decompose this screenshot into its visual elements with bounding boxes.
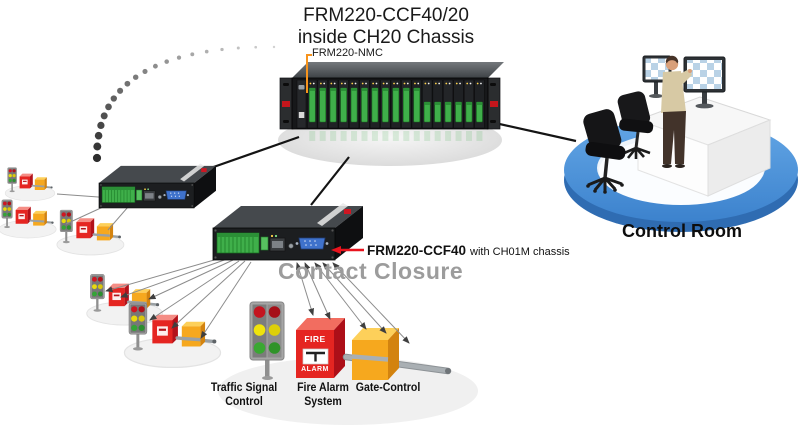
diagram-title-line1: FRM220-CCF40/20: [303, 5, 469, 26]
endpoint-platform-ellipse: [218, 357, 478, 425]
link-chassis-main-converter: [310, 156, 350, 206]
converter-label-model: FRM220-CCF40: [367, 243, 467, 258]
office-chair-icon: [617, 91, 654, 159]
traffic-signal-label-line1: Traffic Signal: [210, 380, 278, 394]
fire-alarm-label: Fire Alarm System: [290, 380, 357, 408]
equipment-cluster: [87, 274, 163, 325]
diagram-title-line2: inside CH20 Chassis: [297, 26, 475, 48]
fire-alarm-label-line1: Fire Alarm: [297, 380, 349, 394]
link-chassis-left-converter: [204, 135, 300, 172]
control-room-platform-icon: [564, 55, 798, 232]
converter-label-suffix: with CH01M chassis: [470, 246, 570, 258]
operator-person-icon: [661, 55, 692, 168]
control-room-label: Control Room: [622, 221, 742, 241]
diagram-title: FRM220-CCF40/20 inside CH20 Chassis: [266, 5, 506, 48]
link-chassis-control-room: [485, 119, 577, 143]
link-lines: [204, 119, 577, 206]
traffic-signal-label-line2: Control: [225, 393, 263, 408]
fire-box-bottom-text: ALARM: [301, 366, 329, 373]
fire-box-top-text: FIRE: [304, 334, 326, 344]
fire-alarm-label-line2: System: [304, 393, 342, 408]
gate-control-label: Gate-Control: [355, 380, 421, 394]
nmc-pointer-line: [306, 54, 312, 93]
equipment-cluster: [124, 303, 220, 367]
contact-closure-lines: [56, 193, 410, 344]
office-chair-icon: [583, 109, 626, 194]
chassis-card-slots: [296, 79, 485, 141]
nmc-label: FRM220-NMC: [312, 47, 383, 59]
dotted-arc-link: [92, 45, 276, 163]
traffic-light-icon: [249, 301, 285, 380]
traffic-signal-label: Traffic Signal Control: [208, 380, 280, 408]
equipment-cluster: [5, 168, 55, 201]
red-pointer-arrow: [331, 246, 364, 254]
equipment-cluster: [0, 200, 56, 238]
media-converter-icon-left: [98, 163, 217, 209]
monitor-icon: [683, 56, 726, 109]
contact-closure-label: Contact Closure: [278, 258, 464, 284]
desk: [636, 96, 772, 197]
equipment-cluster: [57, 210, 124, 255]
rack-chassis-icon: [279, 62, 504, 141]
